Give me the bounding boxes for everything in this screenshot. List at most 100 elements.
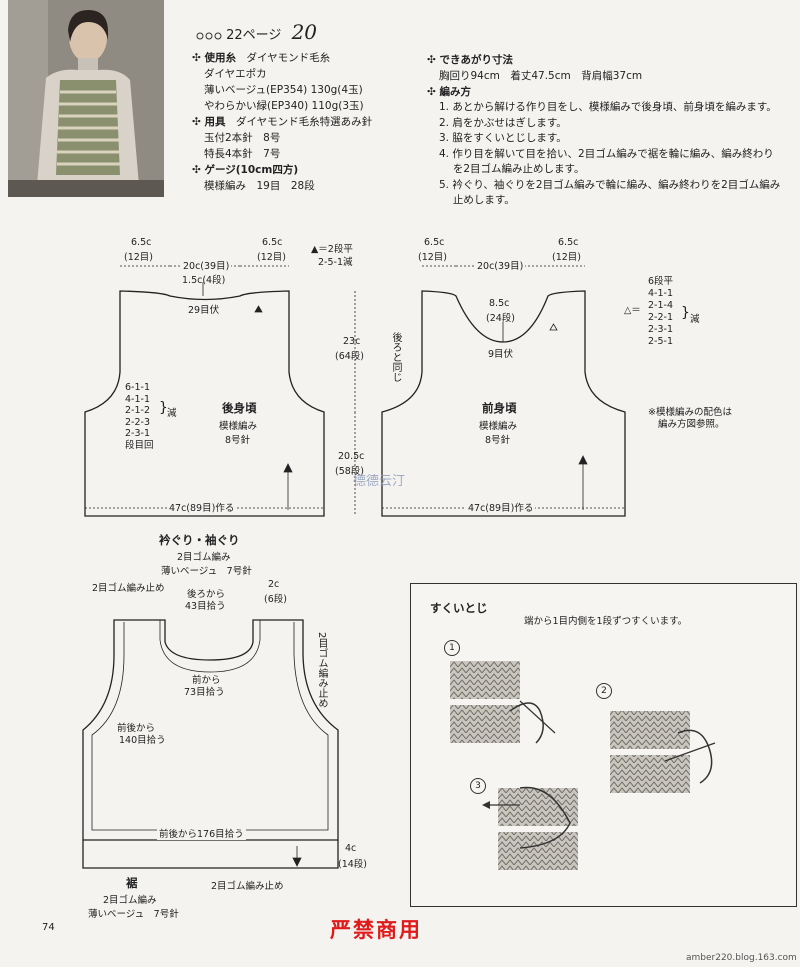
trim-sleeve-pick-a: 前後から xyxy=(117,723,156,734)
front-right-width: 6.5c xyxy=(558,237,579,248)
hem-sub-1: 2目ゴム編み xyxy=(103,895,157,906)
trim-hem-rows: (14段) xyxy=(338,859,368,870)
neck-band-inner xyxy=(159,620,261,673)
dec-line: 2-5-1 xyxy=(648,336,673,347)
method-step: 2. 肩をかぶせはぎします。 xyxy=(439,116,567,129)
step-3-illustration xyxy=(482,786,578,870)
ornament-icon xyxy=(196,32,222,39)
step-badge: 2 xyxy=(596,683,612,699)
trim-front-pick-a: 前から xyxy=(192,675,221,686)
yarn-color-1: 薄いベージュ(EP354) 130g(4玉) xyxy=(204,84,363,96)
trim-back-pick-a: 後ろから xyxy=(187,589,226,600)
front-neck-rows: (24段) xyxy=(486,313,516,324)
yarn-value: ダイヤモンド毛糸 xyxy=(246,52,331,64)
trim-title: 衿ぐり・袖ぐり xyxy=(159,533,240,547)
hem-band xyxy=(82,840,339,869)
dec-line: 2-3-1 xyxy=(648,324,673,335)
method-step: 3. 脇をすくいとじします。 xyxy=(439,132,567,144)
step-badge: 1 xyxy=(444,640,460,656)
page-ref: 22ページ xyxy=(226,28,282,43)
no-commercial-use-notice: 严禁商用 xyxy=(330,918,422,942)
step-2-illustration xyxy=(610,711,716,793)
front-decrease-label: 減 xyxy=(690,314,700,325)
dec-line: 6-1-1 xyxy=(125,382,150,393)
back-right-width: 6.5c xyxy=(262,237,283,248)
back-body-height: 20.5c xyxy=(338,451,365,462)
mattress-stitch-illustrations xyxy=(450,661,716,870)
front-bind-off: 9目伏 xyxy=(488,349,514,360)
back-left-width: 6.5c xyxy=(131,237,152,248)
trim-front-pick-b: 73目拾う xyxy=(184,687,225,698)
back-decrease-label: 減 xyxy=(167,408,177,419)
watermark-stamp: 德德云汀 xyxy=(353,474,406,489)
page-number: 74 xyxy=(42,922,55,933)
front-decrease-brace: } xyxy=(681,305,690,321)
front-left-width: 6.5c xyxy=(424,237,445,248)
back-mid-width: 20c(39目) xyxy=(181,258,232,272)
trim-width: 2c xyxy=(268,579,280,590)
back-body-rows: (58段) xyxy=(335,466,365,477)
front-note-1: ※模様編みの配色は xyxy=(648,407,732,418)
dec-line: 6段平 xyxy=(648,276,674,287)
back-bind-off: 29目伏 xyxy=(188,305,220,316)
front-note-2: 編み方図参照。 xyxy=(658,419,725,430)
needle-2: 特長4本針 7号 xyxy=(204,148,281,160)
back-neck-dec-value: 2-5-1減 xyxy=(318,257,353,268)
yarn-color-2: やわらかい緑(EP340) 110g(3玉) xyxy=(204,100,364,112)
trim-sub-1: 2目ゴム編み xyxy=(177,552,231,563)
dec-line: 2-2-1 xyxy=(648,312,673,323)
front-piece-stitch: 模様編み xyxy=(479,421,518,432)
front-same-as-back: 後ろと同じ xyxy=(390,332,401,382)
dec-line: 4-1-1 xyxy=(125,393,150,405)
needle-1: 玉付2本針 8号 xyxy=(204,132,281,144)
back-piece-needle: 8号針 xyxy=(225,435,251,446)
gauge-label: ✣ ゲージ(10cm四方) xyxy=(192,164,299,176)
hem-title: 裾 xyxy=(126,876,138,890)
trim-sub-2: 薄いベージュ 7号針 xyxy=(161,566,252,577)
mattress-stitch-panel xyxy=(410,583,797,907)
gauge-value: 模様編み 19目 28段 xyxy=(204,180,315,192)
front-neck-depth: 8.5c xyxy=(489,298,510,309)
blog-watermark: amber220.blog.163.com xyxy=(686,953,797,963)
trim-hem-height: 4c xyxy=(345,843,357,854)
yarn-label: ✣ 使用糸 xyxy=(192,52,236,64)
dec-line: 4-1-1 xyxy=(648,288,673,299)
method-step: 1. あとから解ける作り目をし、模様編みで後身頃、前身頃を編みます。 xyxy=(439,101,777,113)
hem-sub-2: 薄いベージュ 7号針 xyxy=(88,909,179,920)
method-label: ✣ 編み方 xyxy=(427,86,471,98)
dec-line: 2-1-4 xyxy=(648,300,673,311)
trim-back-pick-b: 43目拾う xyxy=(185,601,226,612)
step-1-illustration xyxy=(450,661,556,744)
pattern-number: 20 xyxy=(291,20,318,44)
trim-width-rows: (6段) xyxy=(264,594,287,605)
back-right-stitches: (12目) xyxy=(257,252,287,263)
dec-line: 2-1-2 xyxy=(125,405,150,416)
step-badge: 3 xyxy=(470,778,486,794)
back-cast-on: 47c(89目)作る xyxy=(167,500,237,514)
dec-line: 2-2-3 xyxy=(125,416,150,428)
materials-block: ✣ 使用糸 ダイヤモンド毛糸 ダイヤエポカ 薄いベージュ(EP354) 130g… xyxy=(192,50,372,194)
trim-cast-off-left: 2目ゴム編み止め xyxy=(92,583,165,594)
model-photo-illustration xyxy=(8,0,164,197)
yarn-name: ダイヤエポカ xyxy=(204,68,267,80)
trim-hem-pick: 前後から176目拾う xyxy=(157,826,246,840)
dec-line: 段目回 xyxy=(125,439,154,451)
method-step: 5. 衿ぐり、袖ぐりを2目ゴム編みで輪に編み、編み終わりを2目ゴム編み xyxy=(439,178,781,191)
mattress-stitch-title: すくいとじ xyxy=(430,601,488,615)
back-armhole-height: 23c xyxy=(343,336,361,347)
back-piece-stitch: 模様編み xyxy=(219,421,258,432)
front-dec-prefix: △＝ xyxy=(624,305,641,316)
tools-label: ✣ 用具 xyxy=(192,116,226,128)
hem-cast-off: 2目ゴム編み止め xyxy=(211,881,284,892)
back-left-stitches: (12目) xyxy=(124,252,154,263)
front-right-stitches: (12目) xyxy=(552,252,582,263)
front-body-outline xyxy=(381,290,626,517)
front-left-stitches: (12目) xyxy=(418,252,448,263)
pattern-header: 22ページ 20 xyxy=(196,20,317,44)
trim-sleeve-pick-b: 140目拾う xyxy=(119,735,166,746)
back-neck-dec-title: ▲＝2段平 xyxy=(311,244,353,255)
mattress-stitch-desc: 端から1目内側を1段ずつすくいます。 xyxy=(524,616,688,627)
front-piece-name: 前身頃 xyxy=(482,401,517,415)
tools-value: ダイヤモンド毛糸特選あみ針 xyxy=(235,116,373,128)
back-neck-depth: 1.5c(4段) xyxy=(182,275,226,286)
